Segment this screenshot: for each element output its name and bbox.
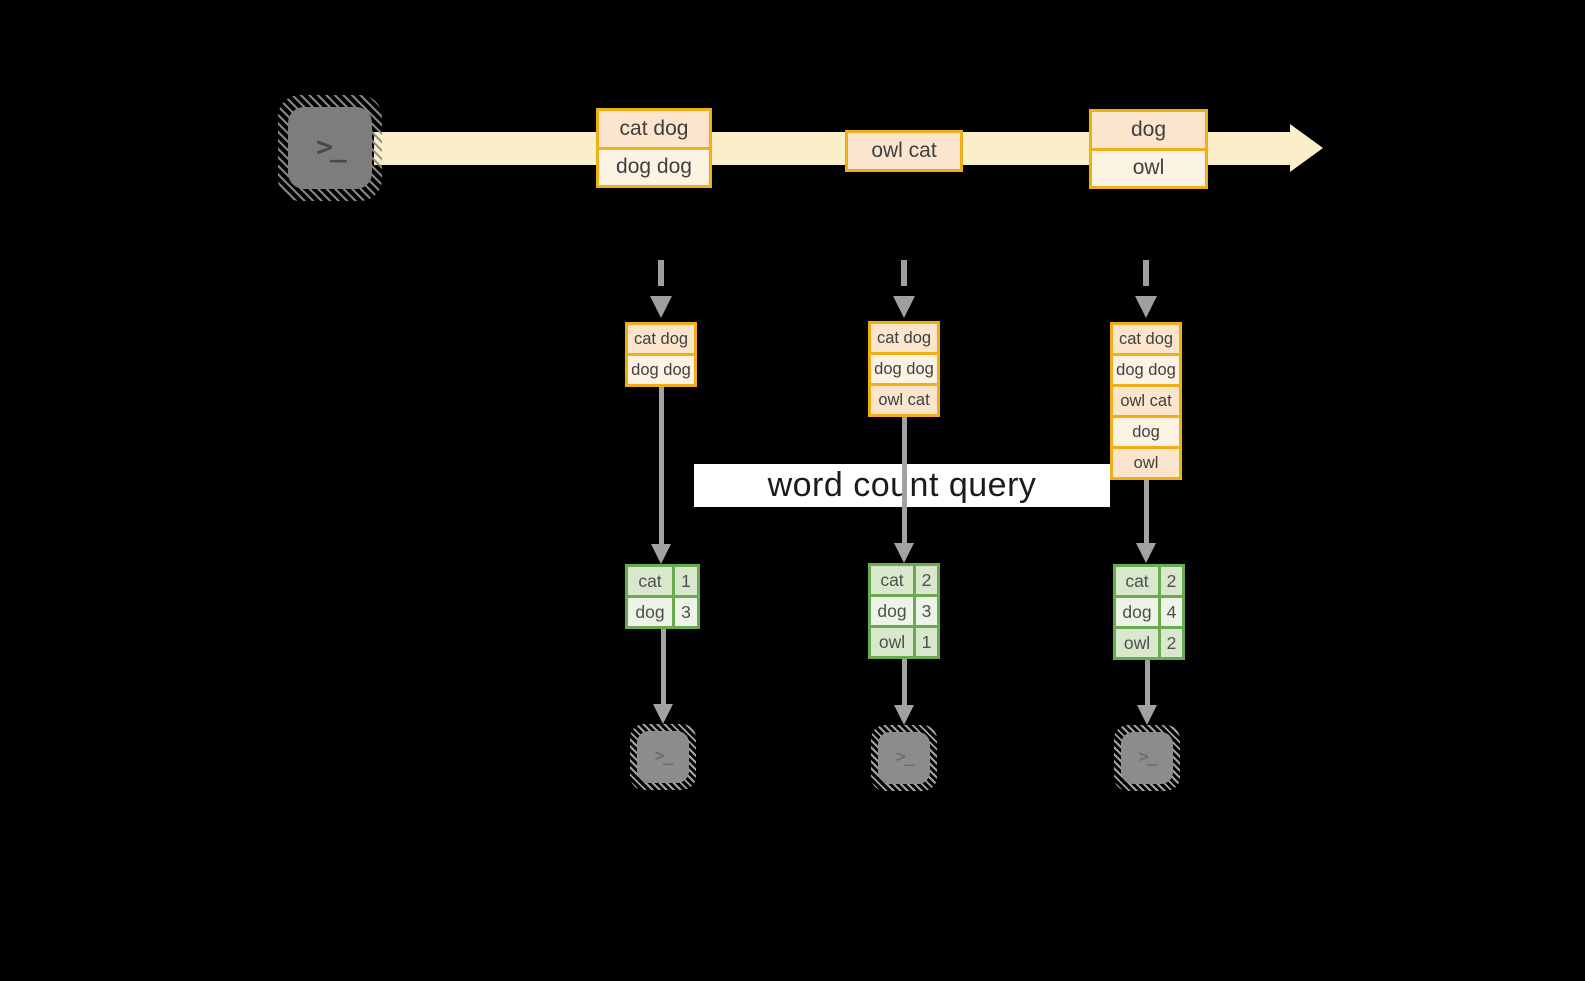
count-table-3: cat 2 dog 4 owl 2 bbox=[1113, 564, 1185, 660]
count-cell: 4 bbox=[1161, 598, 1182, 626]
terminal-prompt-icon: >_ bbox=[895, 747, 915, 767]
count-cell: 3 bbox=[916, 597, 937, 625]
dashed-arrow-line bbox=[658, 260, 664, 296]
log-cell: dog dog bbox=[1113, 356, 1179, 384]
record-cell: owl bbox=[1092, 150, 1205, 186]
record-log-1: cat dog dog dog bbox=[625, 322, 697, 387]
table-row: owl 1 bbox=[871, 628, 937, 656]
word-cell: cat bbox=[1116, 567, 1158, 595]
dashed-arrowhead-icon bbox=[893, 296, 915, 318]
word-cell: owl bbox=[871, 628, 913, 656]
terminal-prompt-icon: >_ bbox=[654, 746, 674, 766]
query-arrow-line bbox=[902, 417, 907, 543]
dashed-arrow-line bbox=[901, 260, 907, 296]
log-cell: dog dog bbox=[628, 356, 694, 384]
count-table-1: cat 1 dog 3 bbox=[625, 564, 700, 629]
table-row: cat 2 bbox=[1116, 567, 1182, 595]
query-arrow-line bbox=[659, 387, 664, 544]
word-cell: dog bbox=[628, 598, 672, 626]
log-cell: dog bbox=[1113, 418, 1179, 446]
output-arrowhead-icon bbox=[653, 704, 673, 724]
word-cell: owl bbox=[1116, 629, 1158, 657]
dashed-arrow-line bbox=[1143, 260, 1149, 296]
terminal-prompt-icon: >_ bbox=[316, 129, 347, 163]
log-cell: owl cat bbox=[871, 386, 937, 414]
terminal-screen: >_ bbox=[288, 107, 372, 189]
record-log-2: cat dog dog dog owl cat bbox=[868, 321, 940, 417]
output-arrow-line bbox=[1145, 660, 1150, 705]
terminal-prompt-icon: >_ bbox=[1138, 747, 1158, 767]
log-cell: owl cat bbox=[1113, 387, 1179, 415]
query-arrow-line bbox=[1144, 480, 1149, 543]
log-cell: cat dog bbox=[871, 324, 937, 352]
log-cell: cat dog bbox=[628, 325, 694, 353]
output-arrow-line bbox=[661, 629, 666, 704]
log-cell: dog dog bbox=[871, 355, 937, 383]
table-row: dog 3 bbox=[871, 597, 937, 625]
record-log-3: cat dog dog dog owl cat dog owl bbox=[1110, 322, 1182, 480]
word-cell: dog bbox=[871, 597, 913, 625]
count-cell: 1 bbox=[675, 567, 697, 595]
word-cell: cat bbox=[628, 567, 672, 595]
terminal-screen: >_ bbox=[878, 732, 930, 784]
count-cell: 2 bbox=[1161, 567, 1182, 595]
log-cell: cat dog bbox=[1113, 325, 1179, 353]
output-arrow-line bbox=[902, 659, 907, 705]
terminal-screen: >_ bbox=[1121, 732, 1173, 784]
count-cell: 2 bbox=[1161, 629, 1182, 657]
record-cell: dog dog bbox=[599, 149, 709, 185]
word-cell: dog bbox=[1116, 598, 1158, 626]
dashed-arrowhead-icon bbox=[1135, 296, 1157, 318]
stream-record-3: dog owl bbox=[1089, 109, 1208, 189]
output-arrowhead-icon bbox=[894, 705, 914, 725]
table-row: dog 4 bbox=[1116, 598, 1182, 626]
consumer-terminal-icon-3: >_ bbox=[1114, 725, 1180, 791]
table-row: cat 2 bbox=[871, 566, 937, 594]
count-table-2: cat 2 dog 3 owl 1 bbox=[868, 563, 940, 659]
dashed-arrowhead-icon bbox=[650, 296, 672, 318]
stream-record-2: owl cat bbox=[845, 130, 963, 172]
table-row: cat 1 bbox=[628, 567, 697, 595]
query-arrowhead-icon bbox=[894, 543, 914, 563]
output-arrowhead-icon bbox=[1137, 705, 1157, 725]
table-row: dog 3 bbox=[628, 598, 697, 626]
stream-record-1: cat dog dog dog bbox=[596, 108, 712, 188]
count-cell: 3 bbox=[675, 598, 697, 626]
terminal-screen: >_ bbox=[637, 731, 689, 783]
query-arrowhead-icon bbox=[1136, 543, 1156, 563]
record-cell: dog bbox=[1092, 112, 1205, 148]
producer-terminal-icon: >_ bbox=[278, 95, 382, 201]
record-cell: cat dog bbox=[599, 111, 709, 147]
consumer-terminal-icon-2: >_ bbox=[871, 725, 937, 791]
word-cell: cat bbox=[871, 566, 913, 594]
count-cell: 2 bbox=[916, 566, 937, 594]
query-arrowhead-icon bbox=[651, 544, 671, 564]
consumer-terminal-icon-1: >_ bbox=[630, 724, 696, 790]
record-cell: owl cat bbox=[848, 133, 960, 169]
count-cell: 1 bbox=[916, 628, 937, 656]
log-cell: owl bbox=[1113, 449, 1179, 477]
stream-arrowhead-icon bbox=[1290, 124, 1323, 172]
table-row: owl 2 bbox=[1116, 629, 1182, 657]
